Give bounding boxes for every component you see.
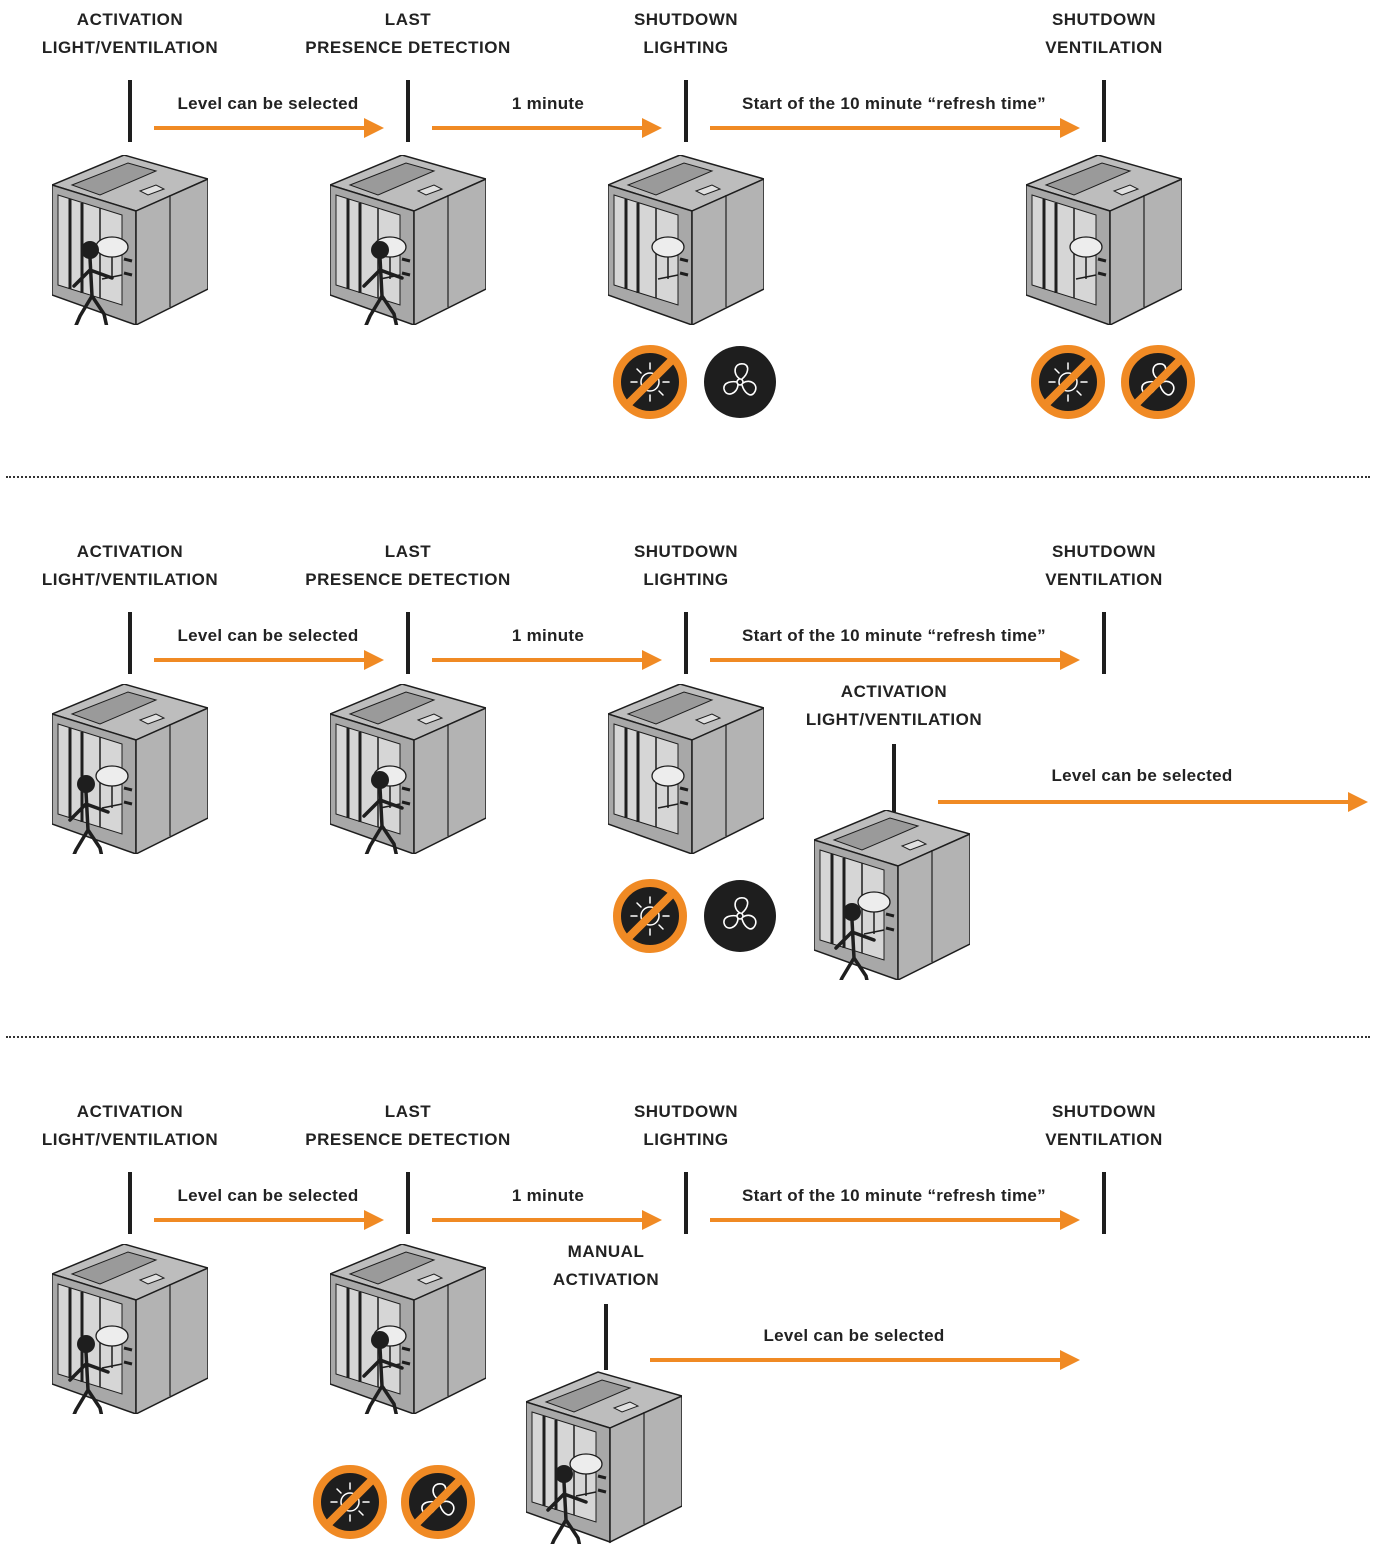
booth-icon — [330, 155, 486, 325]
timeline-marker — [128, 612, 132, 674]
timeline-marker — [406, 1172, 410, 1234]
timeline-arrow — [938, 792, 1368, 812]
booth-icon — [1026, 155, 1182, 325]
booth-icon — [52, 684, 208, 854]
activation-heading: ACTIVATION LIGHT/VENTILATION — [805, 682, 983, 729]
scenario-panel-1: ACTIVATION LIGHT/VENTILATION LAST PRESEN… — [0, 0, 1376, 520]
booth-icon — [330, 684, 486, 854]
scenario-panel-2: ACTIVATION LIGHT/VENTILATION LAST PRESEN… — [0, 534, 1376, 1054]
section-divider — [6, 476, 1370, 478]
one-minute-label: 1 minute — [511, 626, 585, 645]
level-selected-label: Level can be selected — [177, 626, 359, 645]
timeline-marker — [684, 612, 688, 674]
shutdown-lighting-heading: SHUTDOWN LIGHTING — [633, 1102, 739, 1149]
booth-icon — [814, 810, 970, 980]
timeline-marker — [128, 1172, 132, 1234]
level-selected-label: Level can be selected — [177, 1186, 359, 1205]
sun-off-icon — [312, 1464, 388, 1540]
timeline-arrow — [154, 118, 384, 138]
one-minute-label: 1 minute — [511, 94, 585, 113]
timeline-arrow — [650, 1350, 1080, 1370]
timeline-marker — [406, 612, 410, 674]
fan-off-icon — [400, 1464, 476, 1540]
timeline-arrow — [710, 118, 1080, 138]
last-presence-heading: LAST PRESENCE DETECTION — [305, 10, 511, 57]
timeline-marker — [1102, 1172, 1106, 1234]
refresh-time-label: Start of the 10 minute “refresh time” — [742, 1186, 1046, 1205]
timeline-arrow — [432, 1210, 662, 1230]
shutdown-ventilation-heading: SHUTDOWN VENTILATION — [1045, 1102, 1163, 1149]
refresh-time-label: Start of the 10 minute “refresh time” — [742, 94, 1046, 113]
timeline-marker — [892, 744, 896, 812]
manual-activation-heading: MANUAL ACTIVATION — [552, 1242, 660, 1289]
timeline-arrow — [432, 650, 662, 670]
booth-icon — [52, 155, 208, 325]
timeline-arrow — [432, 118, 662, 138]
timeline-arrow — [154, 1210, 384, 1230]
timeline-marker — [1102, 612, 1106, 674]
booth-icon — [52, 1244, 208, 1414]
sun-off-icon — [612, 878, 688, 954]
scenario-panel-3: ACTIVATION LIGHT/VENTILATION LAST PRESEN… — [0, 1094, 1376, 1544]
timeline-marker — [1102, 80, 1106, 142]
sun-off-icon — [1030, 344, 1106, 420]
level-selected-label: Level can be selected — [1051, 766, 1233, 785]
timeline-marker — [684, 80, 688, 142]
last-presence-heading: LAST PRESENCE DETECTION — [305, 542, 511, 589]
fan-icon — [702, 878, 778, 954]
booth-icon — [330, 1244, 486, 1414]
booth-icon — [608, 155, 764, 325]
last-presence-heading: LAST PRESENCE DETECTION — [305, 1102, 511, 1149]
refresh-time-label: Start of the 10 minute “refresh time” — [742, 626, 1046, 645]
one-minute-label: 1 minute — [511, 1186, 585, 1205]
activation-heading: ACTIVATION LIGHT/VENTILATION — [41, 1102, 219, 1149]
booth-icon — [608, 684, 764, 854]
timeline-marker — [604, 1304, 608, 1370]
shutdown-ventilation-heading: SHUTDOWN VENTILATION — [1045, 10, 1163, 57]
section-divider — [6, 1036, 1370, 1038]
timeline-arrow — [154, 650, 384, 670]
fan-icon — [702, 344, 778, 420]
shutdown-lighting-heading: SHUTDOWN LIGHTING — [633, 542, 739, 589]
timeline-marker — [684, 1172, 688, 1234]
activation-heading: ACTIVATION LIGHT/VENTILATION — [41, 542, 219, 589]
fan-off-icon — [1120, 344, 1196, 420]
booth-icon — [526, 1370, 682, 1544]
timeline-arrow — [710, 1210, 1080, 1230]
sun-off-icon — [612, 344, 688, 420]
timeline-marker — [406, 80, 410, 142]
timeline-marker — [128, 80, 132, 142]
level-selected-label: Level can be selected — [763, 1326, 945, 1345]
activation-heading: ACTIVATION LIGHT/VENTILATION — [41, 10, 219, 57]
timeline-arrow — [710, 650, 1080, 670]
level-selected-label: Level can be selected — [177, 94, 359, 113]
shutdown-ventilation-heading: SHUTDOWN VENTILATION — [1045, 542, 1163, 589]
shutdown-lighting-heading: SHUTDOWN LIGHTING — [633, 10, 739, 57]
